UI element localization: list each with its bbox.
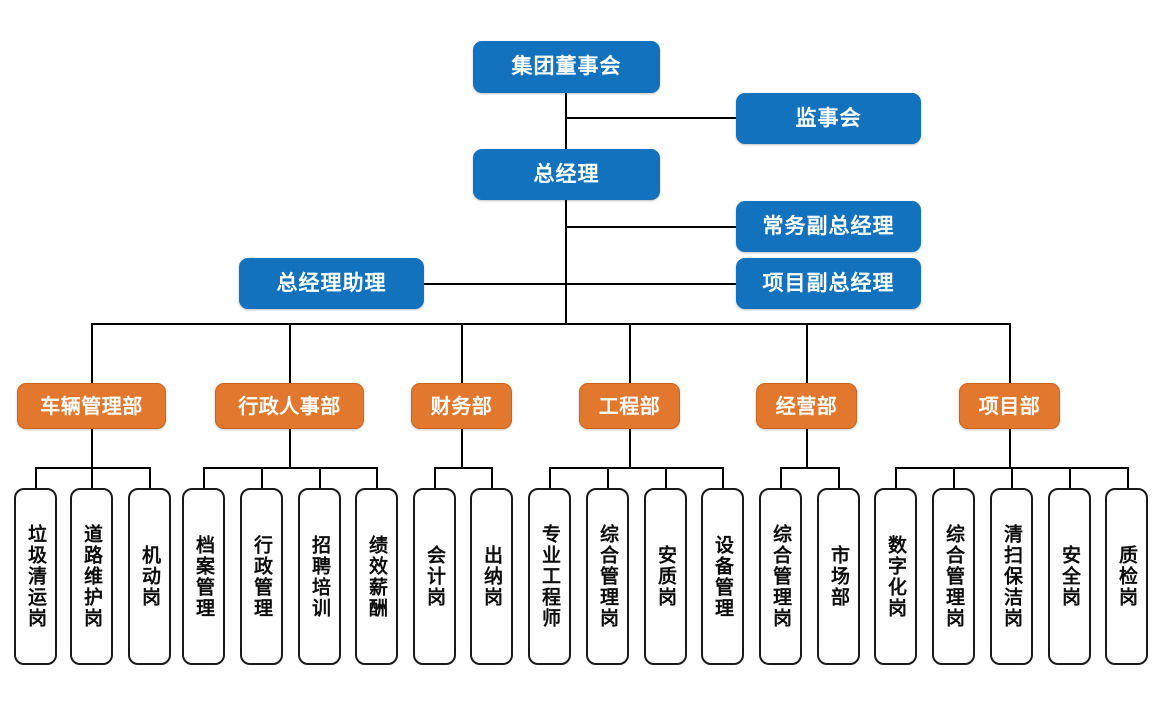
connector-dept4-stem: [629, 428, 631, 468]
node-position-safety-quality[interactable]: 安质岗: [644, 488, 687, 665]
connector-leaf-20: [1127, 467, 1129, 489]
connector-leaf-9: [491, 467, 493, 489]
connector-leaf-4: [203, 467, 205, 489]
connector-leaf-5: [261, 467, 263, 489]
connector-leaf-1: [35, 467, 37, 489]
connector-leaf-16: [895, 467, 897, 489]
node-position-project-general-management[interactable]: 综合管理岗: [932, 488, 975, 665]
connector-leaf-13: [722, 467, 724, 489]
node-position-digitalization[interactable]: 数字化岗: [874, 488, 917, 665]
connector-dept2-stem: [289, 428, 291, 468]
connector-drop-dept-3: [461, 323, 463, 383]
connector-leaf-3: [149, 467, 151, 489]
node-board-of-directors[interactable]: 集团董事会: [473, 41, 660, 93]
connector-drop-dept-2: [289, 323, 291, 383]
connector-gm-assistant: [424, 283, 566, 285]
connector-leaf-14: [780, 467, 782, 489]
connector-drop-dept-1: [91, 323, 93, 383]
connector-dept1-bus: [35, 467, 151, 469]
connector-dept2-bus: [203, 467, 377, 469]
connector-gm-to-project-vice-gm: [565, 283, 737, 285]
node-position-safety[interactable]: 安全岗: [1048, 488, 1091, 665]
node-position-road-maintenance[interactable]: 道路维护岗: [70, 488, 113, 665]
node-position-garbage-transport[interactable]: 垃圾清运岗: [14, 488, 57, 665]
connector-leaf-18: [1011, 467, 1013, 489]
connector-dept5-bus: [780, 467, 838, 469]
node-department-vehicle-management[interactable]: 车辆管理部: [17, 383, 166, 429]
node-department-project[interactable]: 项目部: [959, 383, 1060, 429]
node-general-manager[interactable]: 总经理: [473, 149, 660, 200]
connector-leaf-11: [607, 467, 609, 489]
node-executive-vice-general-manager[interactable]: 常务副总经理: [736, 201, 921, 252]
connector-leaf-6: [319, 467, 321, 489]
connector-board-to-gm: [565, 92, 567, 158]
node-position-operations-general-management[interactable]: 综合管理岗: [759, 488, 802, 665]
connector-gm-to-exec-vice-gm: [565, 226, 737, 228]
connector-leaf-2: [91, 467, 93, 489]
node-project-vice-general-manager[interactable]: 项目副总经理: [736, 258, 921, 309]
node-position-recruitment-training[interactable]: 招聘培训: [298, 488, 341, 665]
connector-leaf-15: [838, 467, 840, 489]
node-position-mobile-duty[interactable]: 机动岗: [128, 488, 171, 665]
connector-leaf-19: [1069, 467, 1071, 489]
node-department-operations[interactable]: 经营部: [756, 383, 857, 429]
node-department-administration-hr[interactable]: 行政人事部: [215, 383, 364, 429]
connector-leaf-7: [376, 467, 378, 489]
connector-board-to-supervisory: [565, 117, 737, 119]
connector-leaf-8: [434, 467, 436, 489]
connector-drop-dept-6: [1009, 323, 1011, 383]
node-position-quality-inspection[interactable]: 质检岗: [1105, 488, 1148, 665]
node-position-professional-engineer[interactable]: 专业工程师: [528, 488, 571, 665]
node-position-archive-management[interactable]: 档案管理: [182, 488, 225, 665]
connector-dept3-stem: [461, 428, 463, 468]
node-position-equipment-management[interactable]: 设备管理: [701, 488, 744, 665]
node-department-finance[interactable]: 财务部: [411, 383, 512, 429]
connector-drop-dept-4: [629, 323, 631, 383]
connector-dept5-stem: [806, 428, 808, 468]
node-position-marketing[interactable]: 市场部: [817, 488, 860, 665]
node-position-administration-management[interactable]: 行政管理: [240, 488, 283, 665]
node-position-cashier[interactable]: 出纳岗: [470, 488, 513, 665]
connector-leaf-10: [549, 467, 551, 489]
connector-leaf-17: [953, 467, 955, 489]
connector-dept3-bus: [434, 467, 492, 469]
connector-department-bus: [91, 323, 1010, 325]
connector-dept4-bus: [549, 467, 723, 469]
node-department-engineering[interactable]: 工程部: [579, 383, 680, 429]
connector-dept6-stem: [1009, 428, 1011, 468]
connector-gm-spine: [565, 199, 567, 324]
node-supervisory-board[interactable]: 监事会: [736, 93, 921, 144]
node-position-accounting[interactable]: 会计岗: [413, 488, 456, 665]
connector-dept1-stem: [91, 428, 93, 468]
node-position-performance-compensation[interactable]: 绩效薪酬: [355, 488, 398, 665]
node-general-manager-assistant[interactable]: 总经理助理: [239, 258, 424, 309]
connector-drop-dept-5: [806, 323, 808, 383]
node-position-sweeping-cleaning[interactable]: 清扫保洁岗: [990, 488, 1033, 665]
node-position-engineering-general-management[interactable]: 综合管理岗: [586, 488, 629, 665]
connector-leaf-12: [665, 467, 667, 489]
